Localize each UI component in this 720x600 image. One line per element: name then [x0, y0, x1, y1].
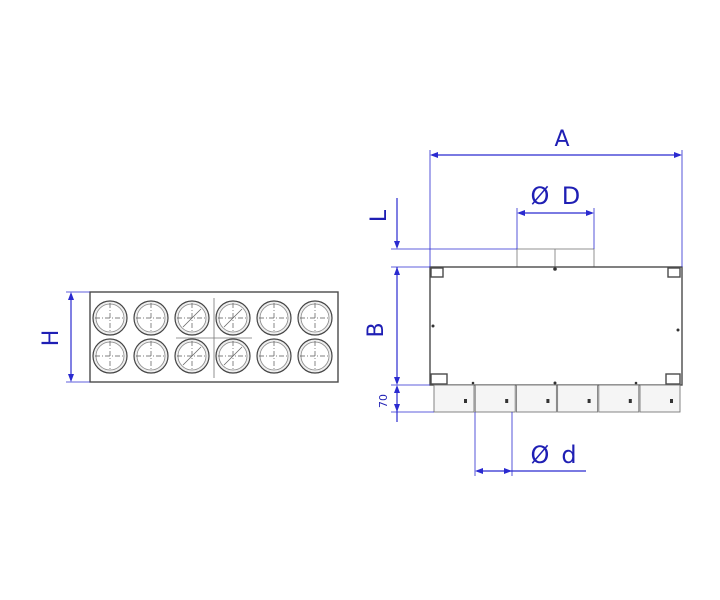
plenum-box: [429, 266, 683, 386]
dimension-main-diameter: Ø D: [516, 182, 595, 249]
outlet-circle: [133, 300, 169, 336]
dimension-b: B: [364, 269, 430, 386]
dimension-h-label: H: [39, 330, 64, 347]
outlet-circle-grid: [92, 300, 333, 374]
outlet-spigot: [433, 384, 475, 413]
outlet-circle: [133, 338, 169, 374]
outlet-spigot-row: [433, 384, 681, 413]
outlet-circle: [215, 338, 251, 374]
dimension-h: H: [39, 291, 90, 383]
outlet-circle: [256, 300, 292, 336]
outlet-circle: [174, 338, 210, 374]
dimension-l-label: L: [367, 209, 392, 222]
outlet-spigot: [557, 384, 599, 413]
outlet-circle: [92, 300, 128, 336]
side-view: [429, 248, 683, 413]
dimension-a: A: [429, 127, 683, 267]
front-view: [89, 291, 339, 383]
dimension-outlet-diameter-symbol: Ø: [531, 441, 550, 469]
outlet-spigot: [474, 384, 516, 413]
dimension-l: L: [367, 198, 517, 275]
outlet-circle: [256, 338, 292, 374]
dimension-a-label: A: [554, 127, 569, 152]
outlet-circle: [297, 338, 333, 374]
outlet-circle: [174, 300, 210, 336]
outlet-spigot: [515, 384, 557, 413]
dimension-main-diameter-symbol: Ø: [531, 182, 550, 210]
outlet-circle: [92, 338, 128, 374]
outlet-circle: [297, 300, 333, 336]
dimension-b-label: B: [364, 322, 389, 337]
front-plate: [89, 291, 339, 383]
dimension-outlet-offset: 70: [377, 385, 434, 422]
dimension-outlet-diameter-label: d: [561, 441, 576, 469]
dimension-outlet-diameter: Ø d: [474, 412, 586, 476]
dimension-main-diameter-label: D: [562, 182, 580, 210]
outlet-spigot: [598, 384, 640, 413]
dimension-outlet-offset-label: 70: [377, 394, 390, 408]
outlet-spigot: [639, 384, 681, 413]
outlet-circle: [215, 300, 251, 336]
main-spigot: [516, 248, 595, 268]
